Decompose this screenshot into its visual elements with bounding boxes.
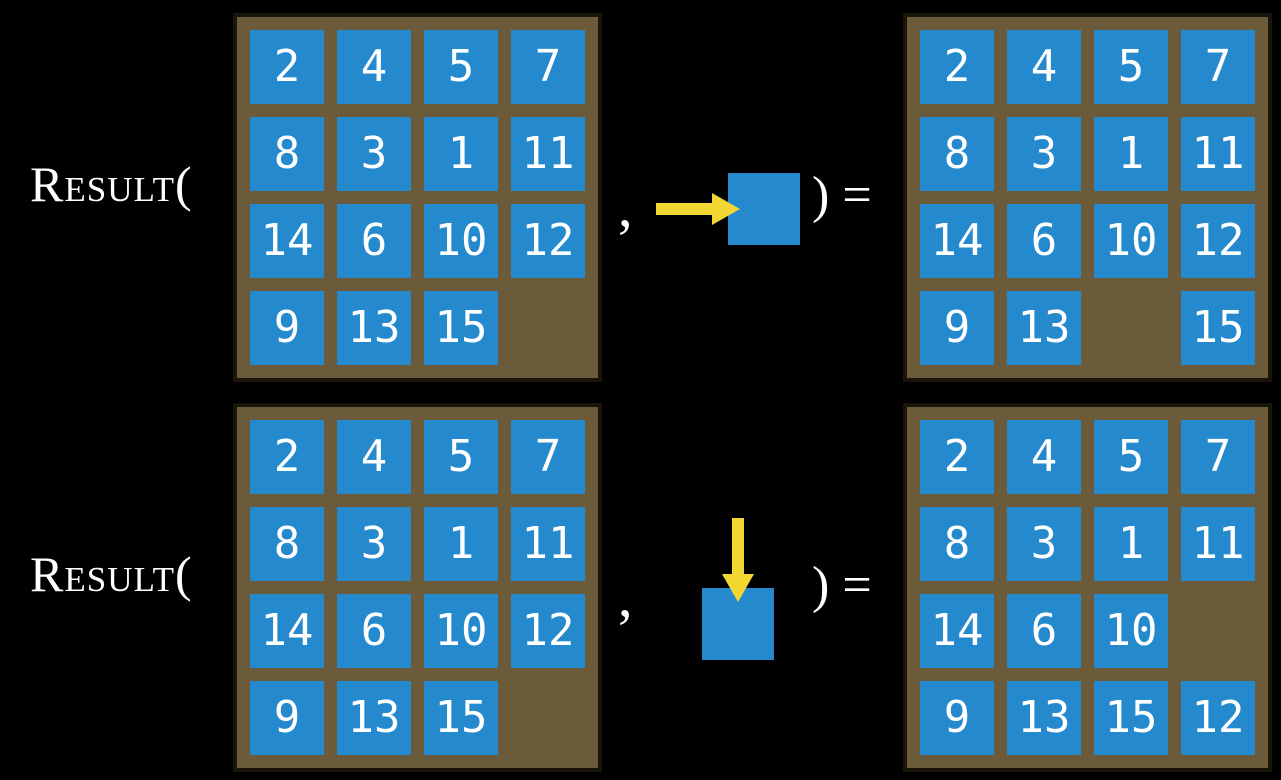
close-paren-equals-1: ) = [812, 167, 872, 224]
tile-5: 5 [424, 30, 498, 104]
tile-15: 15 [1094, 681, 1168, 755]
tile-14: 14 [920, 594, 994, 668]
action-tile-1 [728, 173, 800, 245]
tile-2: 2 [920, 420, 994, 494]
tile-1: 1 [1094, 507, 1168, 581]
tile-12: 12 [1181, 681, 1255, 755]
tile-13: 13 [337, 681, 411, 755]
tile-7: 7 [1181, 30, 1255, 104]
tile-5: 5 [424, 420, 498, 494]
tile-11: 11 [511, 507, 585, 581]
tile-5: 5 [1094, 30, 1168, 104]
tile-10: 10 [424, 204, 498, 278]
tile-2: 2 [920, 30, 994, 104]
tile-2: 2 [250, 420, 324, 494]
tile-2: 2 [250, 30, 324, 104]
tile-11: 11 [1181, 117, 1255, 191]
tile-1: 1 [424, 117, 498, 191]
tile-10: 10 [1094, 594, 1168, 668]
tile-5: 5 [1094, 420, 1168, 494]
tile-13: 13 [337, 291, 411, 365]
tile-10: 10 [424, 594, 498, 668]
tile-1: 1 [424, 507, 498, 581]
comma-separator-1: , [618, 174, 633, 239]
blank-cell [511, 291, 585, 365]
tile-6: 6 [337, 204, 411, 278]
tile-7: 7 [511, 420, 585, 494]
tile-1: 1 [1094, 117, 1168, 191]
tile-10: 10 [1094, 204, 1168, 278]
tile-12: 12 [511, 594, 585, 668]
tile-14: 14 [920, 204, 994, 278]
tile-4: 4 [337, 420, 411, 494]
right-arrow-icon [656, 193, 740, 225]
tile-12: 12 [1181, 204, 1255, 278]
tile-3: 3 [1007, 507, 1081, 581]
tile-9: 9 [920, 291, 994, 365]
tile-8: 8 [250, 507, 324, 581]
down-arrow-icon [722, 518, 754, 602]
tile-7: 7 [511, 30, 585, 104]
move-right-action [656, 173, 800, 245]
tile-11: 11 [511, 117, 585, 191]
tile-9: 9 [250, 681, 324, 755]
tile-4: 4 [337, 30, 411, 104]
tile-15: 15 [424, 291, 498, 365]
tile-3: 3 [337, 507, 411, 581]
tile-9: 9 [250, 291, 324, 365]
tile-15: 15 [1181, 291, 1255, 365]
tile-8: 8 [920, 117, 994, 191]
tile-3: 3 [1007, 117, 1081, 191]
tile-6: 6 [337, 594, 411, 668]
blank-cell [511, 681, 585, 755]
tile-7: 7 [1181, 420, 1255, 494]
result-function-label-1: Result( [30, 156, 193, 212]
tile-13: 13 [1007, 681, 1081, 755]
close-paren-equals-2: ) = [812, 557, 872, 614]
tile-3: 3 [337, 117, 411, 191]
tile-8: 8 [250, 117, 324, 191]
tile-8: 8 [920, 507, 994, 581]
tile-13: 13 [1007, 291, 1081, 365]
tile-15: 15 [424, 681, 498, 755]
tile-6: 6 [1007, 204, 1081, 278]
tile-14: 14 [250, 594, 324, 668]
tile-12: 12 [511, 204, 585, 278]
comma-separator-2: , [618, 564, 633, 629]
tile-14: 14 [250, 204, 324, 278]
tile-11: 11 [1181, 507, 1255, 581]
tile-4: 4 [1007, 30, 1081, 104]
move-down-action [702, 518, 774, 660]
tile-4: 4 [1007, 420, 1081, 494]
result-function-label-2: Result( [30, 546, 193, 602]
tile-6: 6 [1007, 594, 1081, 668]
tile-9: 9 [920, 681, 994, 755]
blank-cell [1181, 594, 1255, 668]
blank-cell [1094, 291, 1168, 365]
